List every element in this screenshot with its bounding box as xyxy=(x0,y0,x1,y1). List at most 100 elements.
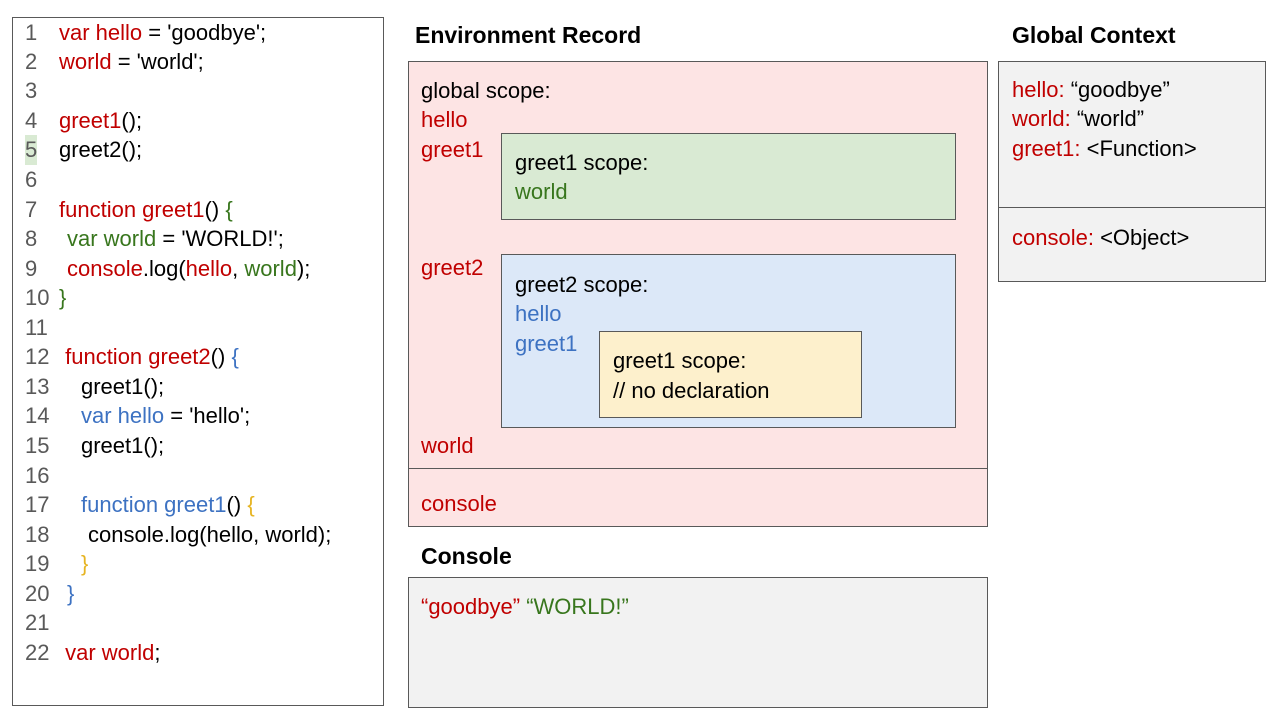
code-line: 7 function greet1() { xyxy=(13,195,383,225)
gc-world-value: “world” xyxy=(1076,106,1145,131)
code-text: greet1(); xyxy=(59,106,142,136)
code-token: console.log(hello, world); xyxy=(88,522,332,547)
code-token: var hello xyxy=(81,403,165,428)
code-token: world xyxy=(244,256,297,281)
code-line: 20} xyxy=(13,579,383,609)
line-number: 21 xyxy=(25,610,50,635)
inner-greet1-scope-box xyxy=(599,331,862,418)
code-token: console xyxy=(67,256,143,281)
code-text: function greet1() { xyxy=(81,490,255,520)
gc-greet1-value: <Function> xyxy=(1086,136,1197,161)
code-token: greet1(); xyxy=(81,433,165,458)
gc-greet1: greet1: <Function> xyxy=(1012,134,1197,163)
line-number: 18 xyxy=(25,522,50,547)
line-number: 7 xyxy=(25,197,38,222)
console-output-1: “goodbye” xyxy=(421,594,521,619)
code-token: { xyxy=(225,197,233,222)
code-token: var world xyxy=(67,226,157,251)
code-token: , xyxy=(232,256,245,281)
line-number: 9 xyxy=(25,256,38,281)
code-line: 17 function greet1() { xyxy=(13,490,383,520)
code-token: greet1 xyxy=(59,108,122,133)
code-token: ; xyxy=(154,640,161,665)
greet1-scope-title: greet1 scope: xyxy=(515,150,649,175)
console-output-2: “WORLD!” xyxy=(526,594,629,619)
code-text: greet1(); xyxy=(81,372,164,402)
gc-world: world: “world” xyxy=(1012,104,1144,133)
code-text: greet1(); xyxy=(81,431,164,461)
code-token: () xyxy=(210,344,232,369)
console-box xyxy=(408,577,988,708)
code-token: greet2(); xyxy=(59,137,143,162)
code-text: console.log(hello, world); xyxy=(88,520,331,550)
gc-world-key: world: xyxy=(1012,106,1071,131)
greet2-scope-title: greet2 scope: xyxy=(515,272,649,297)
code-text: } xyxy=(59,283,66,313)
code-token: world xyxy=(59,49,112,74)
code-line: 15 greet1(); xyxy=(13,431,383,461)
code-token: { xyxy=(231,344,239,369)
line-number: 12 xyxy=(25,344,50,369)
code-token: } xyxy=(81,551,89,576)
line-number: 19 xyxy=(25,551,50,576)
line-number: 17 xyxy=(25,492,50,517)
code-token: (); xyxy=(121,108,143,133)
env-hello: hello xyxy=(421,107,468,132)
code-token: var world xyxy=(59,640,155,665)
line-number: 16 xyxy=(25,463,50,488)
line-number: 6 xyxy=(25,167,38,192)
code-text: greet2(); xyxy=(59,135,142,165)
line-number: 15 xyxy=(25,433,50,458)
inner-greet1-scope-title: greet1 scope: xyxy=(613,348,747,373)
code-line: 6 xyxy=(13,165,383,195)
code-token: .log( xyxy=(142,256,186,281)
line-number: 10 xyxy=(25,285,50,310)
code-line: 11 xyxy=(13,313,383,343)
gc-console: console: <Object> xyxy=(1012,223,1189,252)
env-greet2: greet2 xyxy=(421,255,484,280)
env-console: console xyxy=(421,491,497,516)
code-text: var world = 'WORLD!'; xyxy=(67,224,284,254)
global-context-box xyxy=(998,61,1266,282)
env-greet1: greet1 xyxy=(421,137,484,162)
code-token: greet1(); xyxy=(81,374,165,399)
code-line: 18 console.log(hello, world); xyxy=(13,520,383,550)
code-token: () xyxy=(204,197,226,222)
code-token: hello xyxy=(185,256,233,281)
env-world: world xyxy=(421,433,474,458)
environment-record-heading: Environment Record xyxy=(415,22,642,48)
env-divider xyxy=(409,468,987,469)
code-token: = 'hello'; xyxy=(164,403,251,428)
code-line: 1 var hello = 'goodbye'; xyxy=(13,18,383,48)
code-token: function greet1 xyxy=(59,197,205,222)
code-text: var hello = 'hello'; xyxy=(81,401,250,431)
code-token: } xyxy=(59,285,67,310)
line-number: 1 xyxy=(25,20,38,45)
code-line: 22 var world; xyxy=(13,638,383,668)
code-text: } xyxy=(81,549,88,579)
code-text: console.log(hello, world); xyxy=(67,254,310,284)
inner-greet1-scope-note: // no declaration xyxy=(613,378,770,403)
code-text: world = 'world'; xyxy=(59,47,204,77)
code-text: function greet1() { xyxy=(59,195,233,225)
code-token: = 'WORLD!'; xyxy=(156,226,284,251)
console-output: “goodbye” “WORLD!” xyxy=(421,592,629,621)
code-text: var hello = 'goodbye'; xyxy=(59,18,266,48)
line-number: 20 xyxy=(25,581,50,606)
code-line: 19} xyxy=(13,549,383,579)
console-heading: Console xyxy=(421,543,512,569)
global-divider xyxy=(999,207,1265,208)
line-number: 3 xyxy=(25,78,38,103)
line-number: 22 xyxy=(25,640,50,665)
code-token: ); xyxy=(296,256,311,281)
code-token: function greet2 xyxy=(59,344,211,369)
line-number: 11 xyxy=(25,315,48,340)
code-line: 21 xyxy=(13,608,383,638)
code-token: = 'goodbye'; xyxy=(142,20,267,45)
code-token: { xyxy=(247,492,255,517)
